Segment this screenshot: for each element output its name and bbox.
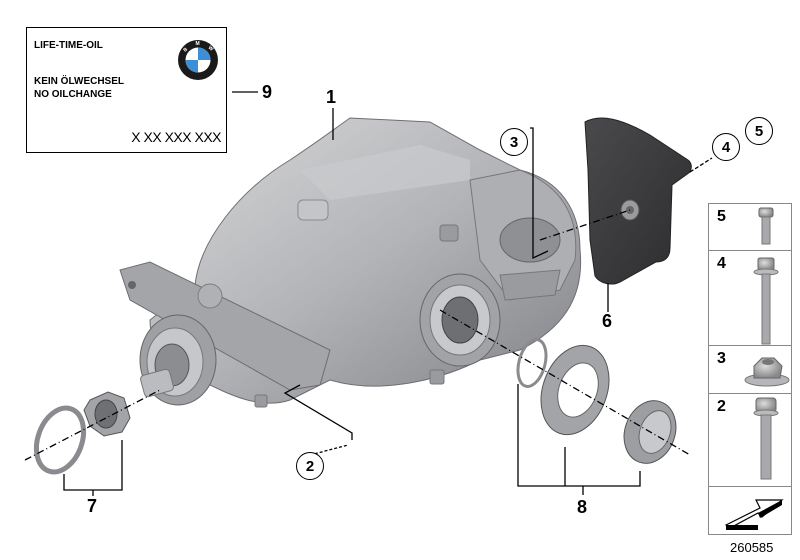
callout-2[interactable]: 2	[296, 452, 324, 480]
group-8-parts	[516, 338, 677, 464]
rear-differential-housing	[119, 117, 582, 408]
svg-text:M: M	[196, 41, 200, 47]
svg-text:W: W	[207, 45, 215, 53]
callout-8[interactable]: 8	[577, 497, 588, 517]
callout-1[interactable]: 1	[326, 87, 337, 107]
svg-text:B: B	[182, 46, 189, 53]
legend-item-4[interactable]: 4	[709, 251, 791, 346]
callout-9[interactable]: 9	[262, 82, 273, 102]
callout-7[interactable]: 7	[87, 496, 98, 516]
direction-arrow-icon	[709, 487, 791, 536]
legend-item-5[interactable]: 5	[709, 204, 791, 251]
group-7-parts	[33, 391, 131, 475]
legend-icons	[724, 207, 790, 530]
rubber-damper-pad	[584, 117, 692, 285]
leader-lines	[24, 91, 713, 496]
callout-3[interactable]: 3	[500, 128, 528, 156]
bmw-roundel-icon: B M W	[178, 40, 218, 80]
legend-item-2[interactable]: 2	[709, 394, 791, 487]
label-no-oilchange: NO OILCHANGE	[34, 89, 112, 100]
label-kein-oelwechsel: KEIN ÖLWECHSEL	[34, 76, 125, 87]
legend-num: 3	[717, 350, 726, 367]
legend-item-3[interactable]: 3	[709, 346, 791, 394]
callout-4[interactable]: 4	[712, 133, 740, 161]
legend-num: 4	[717, 255, 726, 272]
callout-6[interactable]: 6	[602, 311, 613, 331]
legend-num: 2	[717, 398, 726, 415]
diagram-id: 260585	[730, 540, 774, 555]
oil-label-box: LIFE-TIME-OIL KEIN ÖLWECHSEL NO OILCHANG…	[26, 27, 227, 153]
label-life-time-oil: LIFE-TIME-OIL	[34, 40, 103, 51]
legend-num: 5	[717, 208, 726, 225]
label-part-number: X XX XXX XXX	[131, 129, 221, 145]
parts-legend: 5 4 3 2	[708, 203, 792, 535]
callout-5[interactable]: 5	[745, 117, 773, 145]
